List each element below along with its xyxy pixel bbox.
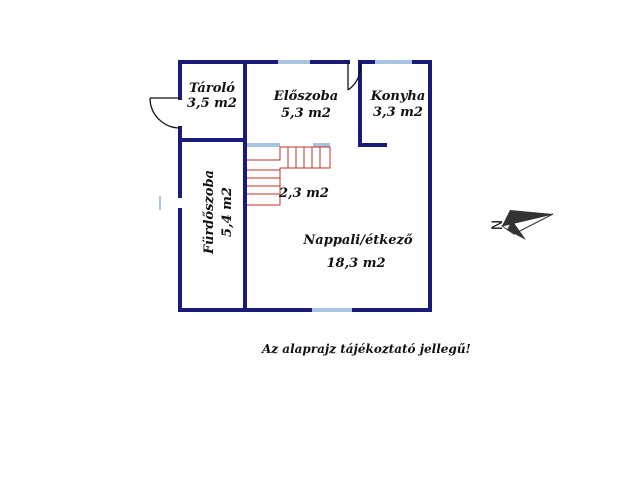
stairs [247, 146, 331, 206]
room-name-furdo: Fürdőszoba [202, 170, 217, 255]
room-area-eloszoba: 5,3 m2 [281, 106, 331, 121]
room-area-nappali: 18,3 m2 [327, 256, 386, 271]
walls [178, 60, 432, 312]
compass-icon: N [490, 210, 554, 240]
compass-label: N [490, 220, 506, 230]
room-name-konyha: Konyha [370, 89, 426, 104]
room-name-tarolo: Tároló [189, 81, 235, 96]
doors [149, 61, 362, 129]
disclaimer-note: Az alaprajz tájékoztató jellegű! [262, 342, 471, 356]
room-area-furdo: 5,4 m2 [220, 187, 235, 237]
room-area-lepcso: 2,3 m2 [278, 186, 329, 201]
room-name-eloszoba: Előszoba [273, 89, 338, 104]
windows [159, 60, 412, 312]
room-name-nappali: Nappali/étkező [302, 233, 412, 248]
room-area-tarolo: 3,5 m2 [187, 96, 237, 111]
room-area-konyha: 3,3 m2 [373, 105, 423, 120]
